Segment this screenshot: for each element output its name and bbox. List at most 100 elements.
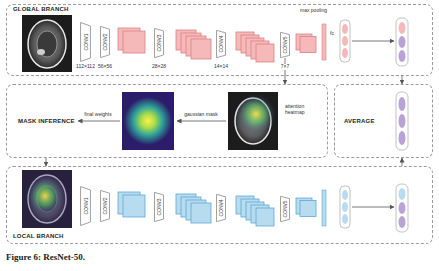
layer-label: CONV2: [103, 197, 108, 214]
mri-background: [22, 170, 72, 228]
dimension: 56×56: [97, 64, 113, 70]
layer-label: CONV2: [103, 33, 108, 50]
panel-heading: GLOBAL BRANCH: [13, 6, 69, 13]
flow-arrow: [177, 121, 226, 122]
feature-map-stack: [236, 196, 274, 226]
neuron: [399, 188, 406, 200]
dimension: 14×14: [213, 64, 229, 70]
dimension: 112×112: [75, 64, 96, 70]
conv-outline: [155, 192, 164, 221]
brain-scan: [28, 20, 66, 68]
conv-outline: [281, 32, 290, 57]
conv-block: CONV1: [80, 186, 91, 226]
connector: [402, 158, 403, 166]
feature-map: [256, 44, 274, 62]
flow-arrow: [352, 41, 394, 42]
feature-map-stack: [118, 28, 145, 53]
branch-panel: MASK INFERENCE: [6, 84, 328, 158]
neuron: [399, 114, 406, 128]
neuron: [399, 131, 406, 145]
feature-map: [123, 195, 145, 217]
neuron: [342, 214, 348, 224]
conv-block: CONV4: [216, 30, 226, 58]
conv-block: CONV2: [100, 190, 110, 222]
conv-outline: [217, 30, 226, 57]
output-vector: [396, 184, 408, 232]
feature-map: [300, 200, 316, 216]
neuron: [399, 202, 406, 214]
gaussian-blob: [124, 97, 172, 145]
conv-block: CONV1: [80, 22, 91, 62]
layer-label: CONV3: [157, 198, 162, 215]
flow-arrow: [352, 207, 394, 208]
branch-panel: LOCAL BRANCHCONV1CONV2CONV3CONV4CONV5: [6, 166, 433, 244]
conv-block: CONV5: [280, 32, 290, 58]
feature-map-stack: [296, 198, 316, 216]
branch-panel: AVERAGE: [334, 84, 433, 158]
feature-map: [191, 203, 211, 223]
brain-inner: [37, 31, 57, 57]
conv-outline: [281, 196, 290, 221]
conv-outline: [81, 23, 91, 62]
neuron: [342, 202, 348, 212]
layer-label: CONV4: [219, 199, 224, 216]
connector: [402, 76, 403, 84]
annotation: fc: [329, 31, 335, 37]
connector: [46, 158, 47, 166]
neuron: [399, 50, 406, 62]
conv-outline: [217, 194, 226, 221]
mask-tint: [22, 170, 72, 228]
neuron: [342, 190, 348, 200]
neuron: [342, 24, 348, 34]
max-pool-bar: [322, 190, 326, 226]
neuron: [399, 216, 406, 228]
neuron: [399, 97, 406, 111]
layer-label: CONV5: [283, 36, 288, 53]
flow-arrow: [78, 121, 120, 122]
panel-heading: MASK INFERENCE: [18, 118, 75, 125]
neuron: [342, 36, 348, 46]
heat-overlay: [236, 94, 276, 134]
conv-outline: [101, 26, 110, 57]
heat-overlay: [27, 176, 63, 216]
feature-map: [191, 39, 211, 59]
average-vector: [396, 92, 408, 150]
brain-spot: [37, 49, 45, 55]
neuron: [399, 36, 406, 48]
conv-block: CONV2: [100, 26, 110, 58]
feature-map: [300, 36, 316, 52]
panel-heading: AVERAGE: [344, 118, 375, 125]
max-pool-bar: [322, 24, 326, 60]
arrow-label: gaussian mask: [183, 112, 218, 118]
figure-caption: Figure 6: ResNet-50.: [6, 252, 85, 262]
layer-label: CONV1: [83, 197, 88, 214]
feature-map-stack: [176, 30, 211, 59]
feature-map-stack: [118, 192, 145, 217]
feature-map: [256, 208, 274, 226]
neuron: [342, 48, 348, 58]
neuron: [399, 22, 406, 34]
fc-vector: [340, 20, 350, 62]
layer-label: CONV1: [83, 33, 88, 50]
conv-block: CONV3: [154, 192, 164, 222]
gaussian-background: [122, 92, 174, 150]
dimension: 7×7: [280, 64, 290, 70]
arrow-label: final weights: [83, 112, 113, 118]
annotation: max pooling: [299, 8, 328, 14]
conv-outline: [101, 190, 110, 221]
mri-background: [228, 92, 278, 150]
output-vector: [396, 18, 408, 66]
dimension: 28×28: [151, 64, 167, 70]
layer-label: CONV5: [283, 200, 288, 217]
fc-vector: [340, 186, 350, 228]
conv-block: CONV5: [280, 196, 290, 222]
arrow-label: attention heatmap: [284, 104, 324, 115]
feature-map-stack: [296, 34, 316, 52]
feature-map-stack: [176, 194, 211, 223]
mri-background: [22, 15, 72, 72]
conv-outline: [155, 28, 164, 57]
conv-block: CONV3: [154, 28, 164, 58]
